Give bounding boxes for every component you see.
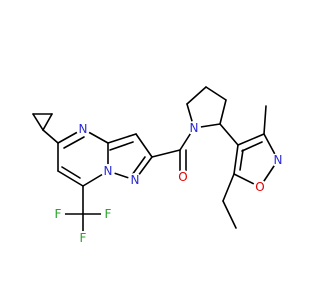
atom-label: N [104, 164, 113, 178]
bond [222, 200, 237, 229]
bond [205, 86, 227, 101]
bond [131, 156, 146, 176]
bond [57, 170, 84, 187]
bond [135, 133, 153, 158]
bond [42, 113, 53, 131]
bond [241, 141, 263, 152]
bond [42, 129, 59, 144]
bond [186, 86, 207, 105]
bond [233, 144, 239, 175]
bond [219, 123, 239, 146]
molecule-structure: N N N O N N O F [32, 86, 285, 245]
bond [109, 141, 134, 151]
bond [222, 173, 235, 202]
bond [61, 166, 81, 179]
atom-label: F [55, 207, 62, 221]
bond [219, 99, 227, 125]
bond [151, 149, 181, 158]
atom-label: O [178, 170, 187, 184]
atom-label: O [255, 180, 264, 194]
atom-label: N [190, 121, 199, 135]
bonds [32, 86, 279, 235]
bond [239, 149, 244, 171]
nitrogen-atom-pyrazole: N [128, 173, 142, 187]
nitrogen-atom-pyrrolidine: N [187, 121, 201, 135]
fluorine-atom-right: F [101, 207, 115, 221]
bond [107, 133, 137, 144]
bond [237, 133, 265, 146]
bond [63, 136, 85, 149]
bond [32, 113, 44, 131]
bond [263, 105, 267, 135]
fluorine-atom-left: F [51, 207, 65, 221]
atom-label: N [274, 153, 283, 167]
nitrogen-atom-n4: N [76, 122, 90, 136]
oxygen-atom-isoxazole: O [253, 180, 267, 194]
oxygen-atom-carbonyl: O [176, 170, 190, 184]
atom-label: N [131, 173, 140, 187]
atom-labels: N N N O N N O F [51, 121, 285, 245]
atom-label: F [80, 231, 87, 245]
atom-label: N [79, 122, 88, 136]
nitrogen-atom-bridge: N [101, 164, 115, 178]
nitrogen-atom-isoxazole: N [271, 153, 285, 167]
fluorine-atom-bottom: F [76, 231, 90, 245]
atom-label: F [105, 207, 112, 221]
